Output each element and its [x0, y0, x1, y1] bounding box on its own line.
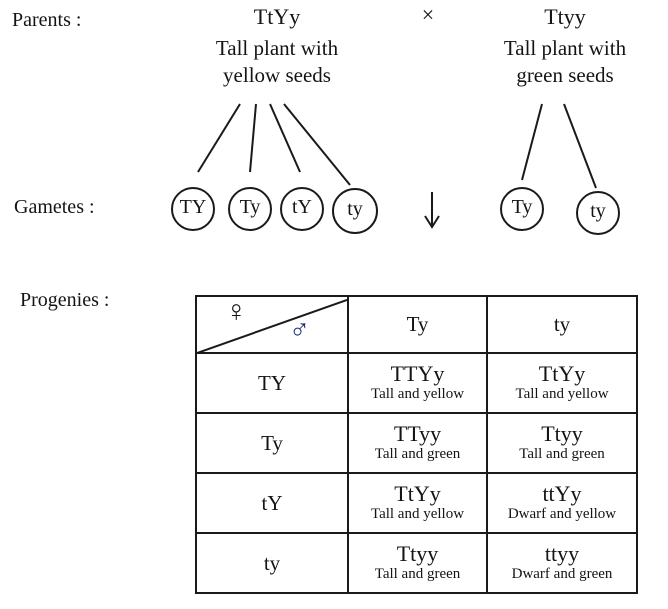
progenies-label: Progenies : — [20, 289, 110, 311]
female-symbol-icon: ♀ — [225, 295, 248, 328]
parents-label: Parents : — [12, 9, 82, 31]
gamete-circle — [500, 187, 544, 231]
gamete-circle — [332, 188, 378, 234]
parent2-genotype: Ttyy — [544, 4, 586, 29]
corner-cell: ♀ ♂ — [195, 295, 349, 354]
cross-symbol: × — [421, 2, 435, 27]
parent2-phenotype-line1: Tall plant with — [503, 36, 627, 60]
gamete: Ty — [511, 196, 533, 218]
gamete-line — [249, 103, 257, 173]
gamete-circle — [280, 187, 324, 231]
gamete: Ty — [239, 196, 261, 218]
gametes-label: Gametes : — [14, 196, 95, 218]
column-header: Ty — [347, 295, 488, 354]
parent2-phenotype-line2: green seeds — [516, 63, 614, 87]
gamete: ty — [347, 198, 363, 220]
parent1-genotype: TtYy — [253, 4, 301, 29]
column-header: ty — [486, 295, 638, 354]
gamete-circle — [576, 191, 620, 235]
parent1-phenotype-line2: yellow seeds — [223, 63, 331, 87]
down-arrow-icon — [424, 192, 440, 229]
gamete-line — [197, 103, 241, 173]
gamete-circle — [171, 187, 215, 231]
gamete-line — [521, 103, 543, 181]
gamete-line — [283, 103, 351, 186]
row-header: TY — [195, 352, 349, 414]
gamete-line — [563, 103, 597, 189]
gamete-line — [269, 103, 301, 173]
gamete-circle — [228, 187, 272, 231]
row-header: ty — [195, 532, 349, 594]
gamete: tY — [292, 196, 312, 218]
parent1-phenotype-line1: Tall plant with — [215, 36, 339, 60]
gamete: ty — [590, 200, 606, 222]
row-header: tY — [195, 472, 349, 534]
male-symbol-icon: ♂ — [289, 315, 310, 346]
gamete: TY — [179, 196, 207, 218]
row-header: Ty — [195, 412, 349, 474]
diagonal-divider — [197, 299, 347, 354]
